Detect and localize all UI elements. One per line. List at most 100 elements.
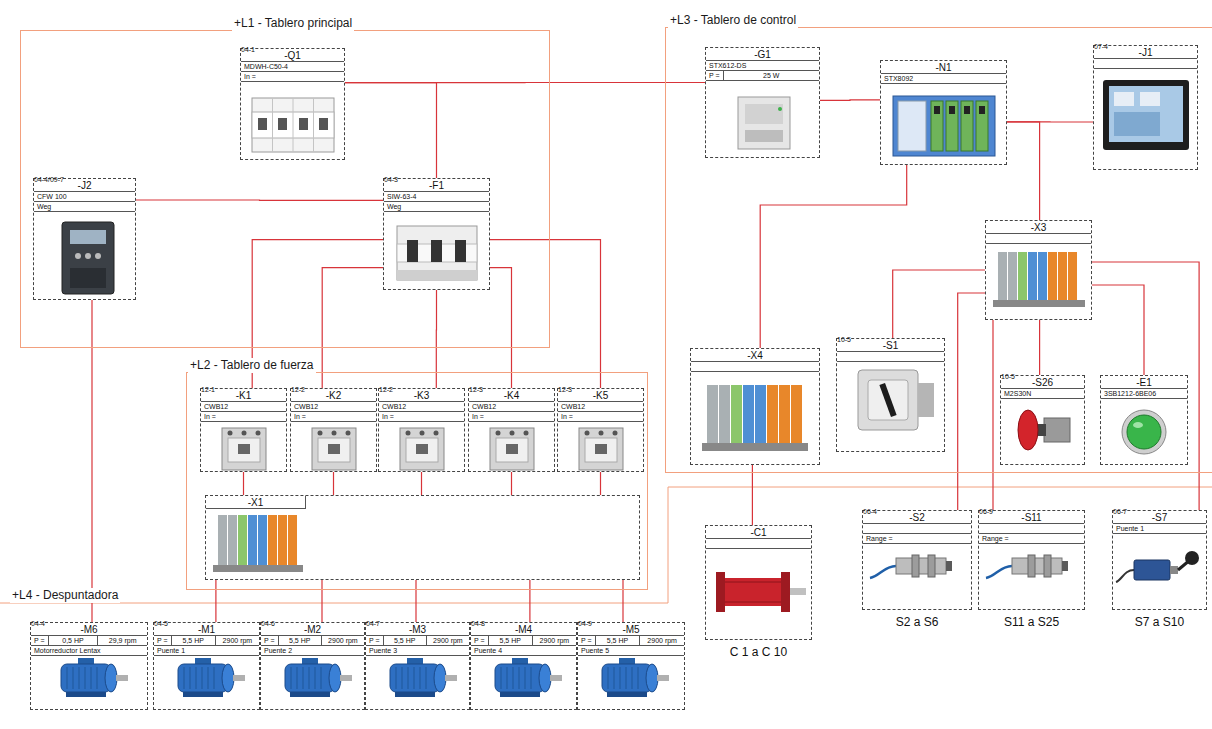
header-row xyxy=(1094,59,1197,69)
reference-holder: 06-4 xyxy=(863,500,877,510)
sheet-reference: 04-1 xyxy=(241,45,255,54)
wire-connector xyxy=(820,99,880,101)
reference-holder: 07-4 xyxy=(1094,35,1108,45)
component-tag: -M3 xyxy=(409,623,426,636)
header-cell: 3SB1212-6BE06 xyxy=(1101,389,1187,398)
component-box: 04-4-M6P =0,5 HP29,9 rpmMotorreductor Le… xyxy=(30,622,148,710)
component-tag: -Q1 xyxy=(284,49,301,62)
header-cell: -S1 xyxy=(837,339,944,351)
header-cell: P = xyxy=(31,636,48,645)
header-cell: -G1 xyxy=(706,48,819,60)
header-row: -F1 xyxy=(384,179,489,192)
header-cell: -E1 xyxy=(1101,376,1187,388)
header-row: In = xyxy=(379,412,464,422)
reference-holder: 10-5 xyxy=(837,328,851,338)
limit-switch-icon xyxy=(1116,551,1199,582)
header-cell: 2900 rpm xyxy=(215,636,259,645)
plc-icon xyxy=(893,96,995,156)
header-row: Range = xyxy=(863,534,971,544)
sheet-reference: 04-9 xyxy=(578,619,592,628)
reference-holder: 04-7 xyxy=(366,612,380,622)
component-spec: 5,5 HP xyxy=(182,636,203,645)
contactor-icon xyxy=(490,428,534,470)
header-row: -M5 xyxy=(578,623,684,636)
component-tag: -K5 xyxy=(593,389,609,402)
header-cell: 2900 rpm xyxy=(321,636,364,645)
pneumatic-cylinder-icon xyxy=(716,572,806,612)
component-box: 06-4-S2Range =S2 a S6 xyxy=(862,510,972,610)
wire-connector xyxy=(436,290,437,388)
component-tag: -G1 xyxy=(754,48,771,61)
pilot-light-icon xyxy=(1122,410,1166,454)
component-spec: 5,5 HP xyxy=(394,636,415,645)
group-caption: S2 a S6 xyxy=(896,615,939,630)
frequency-drive-icon xyxy=(62,222,114,294)
header-row: CWB12 xyxy=(558,402,643,412)
header-row: STX612-DS xyxy=(706,61,819,71)
header-cell: -Q1 xyxy=(241,49,344,61)
header-cell: 2900 rpm xyxy=(639,636,684,645)
header-row: -X4 xyxy=(691,349,819,362)
wire-connector xyxy=(752,465,753,525)
component-spec: 5,5 HP xyxy=(499,636,520,645)
header-row: 3SB1212-6BE06 xyxy=(1101,389,1187,399)
header-row xyxy=(863,524,971,534)
header-cell: CFW 100 xyxy=(34,192,135,201)
component-box: 07-4-J1 xyxy=(1093,45,1198,170)
header-cell: In = xyxy=(379,412,464,421)
component-spec: In = xyxy=(244,72,256,81)
component-tag: -C1 xyxy=(750,526,766,539)
component-spec: P = xyxy=(157,636,168,645)
header-row: -M1 xyxy=(154,623,259,636)
sheet-reference: 12-3 xyxy=(469,385,483,394)
header-cell: -S2 xyxy=(863,511,971,523)
sheet-reference: 12-2 xyxy=(291,385,305,394)
header-cell: Puente 1 xyxy=(1113,524,1206,533)
header-row: In = xyxy=(201,412,286,422)
region-heading: +L3 - Tablero de control xyxy=(668,13,798,28)
component-spec: CWB12 xyxy=(472,402,496,411)
component-box: 12-3-K4CWB12In = xyxy=(468,388,555,472)
contactor-icon xyxy=(312,428,356,470)
component-tag: -J2 xyxy=(78,179,92,192)
component-spec: Range = xyxy=(982,534,1009,543)
header-cell: -N1 xyxy=(881,61,1006,73)
component-spec: 2900 rpm xyxy=(223,636,253,645)
component-box: 04-6-M2P =5,5 HP2900 rpmPuente 2 xyxy=(260,622,365,710)
component-tag: -M5 xyxy=(622,623,639,636)
header-cell: Weg xyxy=(384,202,489,211)
component-tag: -S7 xyxy=(1152,511,1168,524)
component-box: -N1STX8092 xyxy=(880,60,1007,165)
header-cell: Motorreductor Lentax xyxy=(31,646,147,655)
reference-holder: 06-9 xyxy=(979,500,993,510)
header-cell: 0,5 HP xyxy=(48,636,98,645)
component-spec: In = xyxy=(472,412,484,421)
sheet-reference: 04-5 xyxy=(154,619,168,628)
header-cell: MDWH-C50-4 xyxy=(241,62,344,71)
header-row: STX8092 xyxy=(881,74,1006,84)
panel-region: +L3 - Tablero de control-G1STX612-DSP =2… xyxy=(665,27,1212,473)
header-cell: 5,5 HP xyxy=(383,636,426,645)
header-cell: STX612-DS xyxy=(706,61,819,70)
component-spec: 2900 rpm xyxy=(328,636,358,645)
component-spec: 2900 rpm xyxy=(647,636,677,645)
component-box: 04-8-M4P =5,5 HP2900 rpmPuente 4 xyxy=(470,622,577,710)
component-box: -X3 xyxy=(985,220,1092,320)
wire-connector xyxy=(1039,320,1040,375)
reference-holder: 04-4/09-7 xyxy=(34,168,64,178)
component-spec: M2S30N xyxy=(1004,389,1031,398)
header-row: P =0,5 HP 29,9 rpm xyxy=(31,636,147,646)
header-cell: CWB12 xyxy=(201,402,286,411)
header-row: -X3 xyxy=(986,221,1091,234)
header-row: Puente 1 xyxy=(154,646,259,656)
header-row: In = xyxy=(291,412,376,422)
header-cell: Weg xyxy=(34,202,135,211)
component-spec: STX8092 xyxy=(884,74,913,83)
header-cell: P = xyxy=(154,636,171,645)
component-spec: 29,9 rpm xyxy=(109,636,137,645)
component-spec: CWB12 xyxy=(204,402,228,411)
sheet-reference: 06-9 xyxy=(979,507,993,516)
region-heading: +L4 - Despuntadora xyxy=(10,588,120,603)
caption-holder: C 1 a C 10 xyxy=(696,642,821,660)
